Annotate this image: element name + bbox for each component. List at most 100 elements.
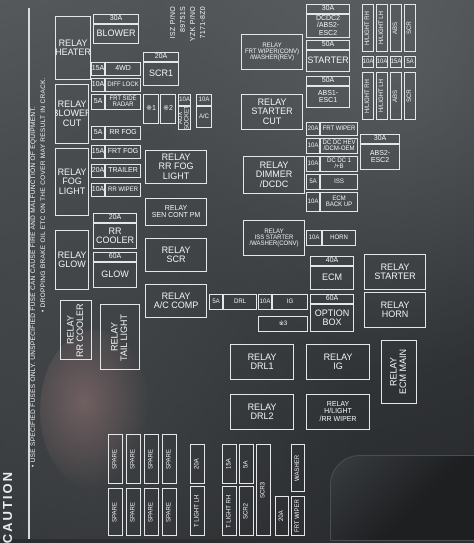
fuse-frt-fog: FRT FOG — [105, 145, 141, 159]
part-number-1: ISZ P/NO — [170, 6, 177, 39]
relay-scr: RELAY SCR — [145, 238, 207, 272]
rr-cooler-fuse-rating: 20A — [93, 213, 137, 223]
part-number-2: 89751S — [180, 6, 187, 32]
fuse-10a-rrwiper-rating: 10A — [91, 183, 105, 197]
relay-tail-light: RELAY TAIL LIGHT — [100, 304, 140, 370]
fuse-10a-dcdc1-rating: 10A — [306, 156, 320, 172]
caution-heading: CAUTION — [0, 470, 15, 543]
top-fuse-rating-2: 10A — [376, 56, 388, 68]
relay-heater: RELAY HEATER — [55, 16, 91, 80]
starter-fuse: STARTER — [306, 50, 350, 72]
fuse-5a-rrfog-rating: 5A — [91, 126, 105, 140]
caution-divider-line — [28, 8, 30, 539]
top-fuse-rating-4: 5A — [404, 56, 416, 68]
relay-starter-cut: RELAY STARTER CUT — [241, 94, 303, 130]
hand-reflection — [40, 330, 150, 490]
top-fuse-abs-2: ABS — [390, 72, 402, 120]
caution-line-1: • USE SPECIFIED FUSES ONLY. UNSPECIFIED … — [30, 105, 37, 467]
fuse-dcdc-hev: DC DC HEV /DCM-OEM — [320, 138, 358, 154]
option-box-fuse-rating: 60A — [310, 294, 354, 304]
relay-blower-cut: RELAY BLOWER CUT — [55, 84, 89, 144]
scr1-fuse: SCR1 — [143, 62, 179, 86]
fuse-15a-4wd-rating: 15A — [91, 62, 105, 76]
fuse-10a-dcdc-hev-rating: 10A — [306, 138, 320, 154]
starter-fuse-rating: 50A — [306, 40, 350, 50]
spare-fuse-4: SPARE — [162, 434, 177, 484]
relay-drl2: RELAY DRL2 — [230, 394, 294, 430]
spare-fuse-3: SPARE — [144, 434, 159, 484]
fuse-aux-socket: AUX SOCKET — [178, 106, 191, 130]
spare-fuse-5: SPARE — [108, 488, 123, 536]
abs1-fuse-rating: 50A — [306, 76, 350, 86]
fuse-4wd: 4WD — [105, 62, 141, 76]
fuse-10a-ig-rating: 10A — [258, 294, 272, 310]
fuse-iss: ISS — [320, 174, 358, 190]
spare-fuse-2: SPARE — [126, 434, 141, 484]
dcdc-abs2-fuse: DCDC2 /ABS2- ESC2 — [306, 14, 350, 38]
scr1-fuse-rating: 20A — [143, 52, 179, 62]
top-fuse-hlight-rh-2: H/LIGHT RH — [362, 72, 374, 120]
relay-ac-comp: RELAY A/C COMP — [145, 284, 207, 318]
fuse-10a-diff-rating: 10A — [91, 78, 105, 92]
top-fuse-rating-3: 15A — [390, 56, 402, 68]
fuse-15a-frtfog-rating: 15A — [91, 145, 105, 159]
spare-fuse-7: SPARE — [144, 488, 159, 536]
fuse-ig: IG — [272, 294, 308, 310]
relay-rr-fog-light: RELAY RR FOG LIGHT — [145, 150, 207, 184]
spare-fuse-6: SPARE — [126, 488, 141, 536]
fuse-10a-horn-rating: 10A — [306, 230, 322, 246]
bottom-fuse-20a-wiper-rating: 20A — [275, 496, 289, 536]
top-fuse-abs: ABS — [390, 4, 402, 52]
dcdc-abs2-fuse-rating: 30A — [306, 4, 350, 14]
blower-fuse-rating: 30A — [93, 14, 139, 24]
fuse-trailer: TRAILER — [105, 164, 141, 178]
fuse-ecm-backup: ECM BACK UP — [320, 192, 358, 212]
fuse-frt-wiper: FRT WIPER — [320, 122, 358, 136]
fuse-drl: DRL — [223, 294, 257, 310]
fuse-horn: HORN — [322, 230, 356, 246]
fuse-ac: A/C — [196, 106, 212, 128]
relay-frt-wiper-washer: RELAY FRT WIPER(CONV) /WASHER(REV) — [241, 34, 303, 70]
fuse-rr-wiper: RR WIPER — [105, 183, 141, 197]
relay-drl1: RELAY DRL1 — [230, 344, 294, 380]
relay-dimmer-dcdc: RELAY DIMMER /DCDC — [243, 156, 305, 194]
relay-glow: RELAY GLOW — [55, 230, 89, 290]
bottom-fuse-scr2: SCR2 — [239, 486, 254, 536]
rr-cooler-fuse: RR COOLER — [93, 223, 137, 249]
fuse-20a-trailer-rating: 20A — [91, 164, 105, 178]
ecm-fuse-rating: 40A — [310, 256, 354, 266]
relay-horn: RELAY HORN — [364, 292, 426, 328]
relay-sen-cont-pm: RELAY SEN CONT PM — [145, 198, 207, 226]
part-number-4: 7171-8Z0 — [200, 6, 207, 39]
bottom-fuse-20a-rating: 20A — [190, 444, 205, 484]
fuse-dcdc1: DC DC 1 /+B — [320, 156, 358, 172]
fuse-diff-lock: DIFF LOCK — [105, 78, 141, 92]
fuse-frt-side-radar: FRT SIDE RADAR — [105, 94, 141, 110]
bottom-fuse-washer: WASHER — [291, 444, 305, 492]
bottom-fuse-scr3: SCR3 — [256, 444, 271, 536]
relay-iss-starter-washer: RELAY ISS STARTER /WASHER(CONV) — [243, 220, 305, 256]
spare-fuse-1: SPARE — [108, 434, 123, 484]
abs2-fuse-rating: 30A — [360, 134, 400, 144]
relay-starter: RELAY STARTER — [364, 254, 426, 290]
top-fuse-hlight-lh-2: H/LIGHT LH — [376, 72, 388, 120]
relay-fog-light: RELAY FOG LIGHT — [55, 148, 89, 216]
part-number-3: YZK P/NO — [190, 6, 197, 42]
fuse-5a-drl-rating: 5A — [209, 294, 223, 310]
relay-rr-cooler: RELAY RR COOLER — [60, 300, 92, 360]
fuse-5a-iss-rating: 5A — [306, 174, 320, 190]
relay-ig: RELAY IG — [306, 344, 370, 380]
abs2-fuse: ABS2- ESC2 — [360, 144, 400, 170]
blower-fuse: BLOWER — [93, 24, 139, 44]
top-fuse-scr: SCR — [404, 4, 416, 52]
fuse-20a-frtwiper-rating: 20A — [306, 122, 320, 136]
fuse-10a-ecm-rating: 10A — [306, 192, 320, 212]
caution-line-2: • DROPPING BRAKE OIL ETC ON THE COVER MA… — [40, 77, 47, 312]
fuse-5a-radar-rating: 5A — [91, 94, 105, 110]
fuse-slot-s3: ※3 — [258, 316, 308, 332]
top-fuse-hlight-rh: H/LIGHT RH — [362, 4, 374, 52]
relay-ecm-main: RELAY ECM MAIN — [381, 340, 417, 404]
top-fuse-hlight-lh: H/LIGHT LH — [376, 4, 388, 52]
spare-fuse-8: SPARE — [162, 488, 177, 536]
relay-hlight-rr-wiper: RELAY H/LIGHT /RR WIPER — [306, 394, 370, 430]
